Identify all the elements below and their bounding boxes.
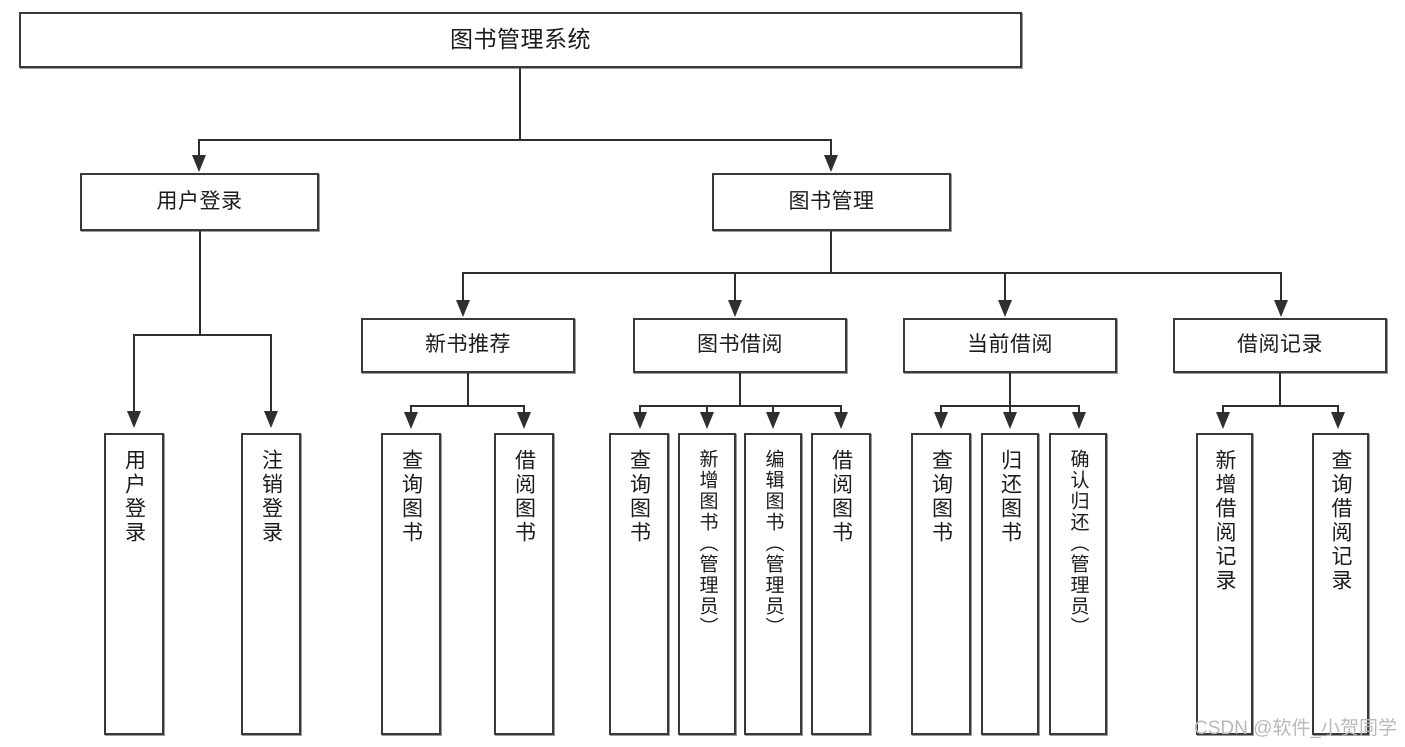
connector-bm-to-current-borrow xyxy=(1004,272,1006,314)
node-user-login[interactable]: 用户登录 xyxy=(80,173,319,231)
node-label: 新书推荐 xyxy=(425,333,511,357)
node-label: 查询图书 xyxy=(399,449,423,545)
node-root-library-system[interactable]: 图书管理系统 xyxy=(19,12,1022,68)
node-current-borrow[interactable]: 当前借阅 xyxy=(903,318,1117,373)
leaf-br-add-record[interactable]: 新增借阅记录 xyxy=(1196,433,1253,735)
leaf-bb-query-book[interactable]: 查询图书 xyxy=(609,433,669,735)
node-label: 注销登录 xyxy=(259,449,283,545)
connector-br-stem xyxy=(1279,373,1281,406)
connector-root-to-book-manage xyxy=(830,139,832,167)
connector-bb-bus xyxy=(639,405,842,407)
node-label: 编辑图书（管理员） xyxy=(762,449,784,638)
node-label: 新增借阅记录 xyxy=(1213,449,1236,593)
arrowhead-bm-to-current-borrow xyxy=(998,300,1012,317)
node-book-borrow[interactable]: 图书借阅 xyxy=(633,318,847,373)
connector-br-bus xyxy=(1222,405,1339,407)
leaf-cb-return-book[interactable]: 归还图书 xyxy=(981,433,1039,735)
connector-user-login-stem xyxy=(199,231,201,335)
arrowhead-bb-to-leaf-1 xyxy=(633,412,647,429)
watermark-text: CSDN @软件_小贺同学 xyxy=(1194,718,1397,739)
connector-book-management-stem xyxy=(830,231,832,273)
leaf-bb-add-book-admin[interactable]: 新增图书（管理员） xyxy=(678,433,736,735)
connector-user-login-to-leaf-2 xyxy=(270,334,272,422)
arrowhead-bb-to-leaf-4 xyxy=(834,412,848,429)
leaf-br-query-record[interactable]: 查询借阅记录 xyxy=(1312,433,1369,735)
connector-bm-to-new-book xyxy=(462,272,464,314)
arrowhead-bm-to-book-borrow xyxy=(728,300,742,317)
node-label: 查询借阅记录 xyxy=(1329,449,1352,593)
leaf-nbr-borrow-book[interactable]: 借阅图书 xyxy=(494,433,554,735)
leaf-cb-confirm-return-admin[interactable]: 确认归还（管理员） xyxy=(1049,433,1107,735)
node-label: 借阅记录 xyxy=(1237,333,1323,357)
node-label: 图书管理系统 xyxy=(450,26,591,53)
connector-bb-stem xyxy=(739,373,741,406)
node-label: 新增图书（管理员） xyxy=(696,449,718,638)
node-label: 图书管理 xyxy=(788,189,875,213)
arrowhead-nbr-to-leaf-1 xyxy=(404,412,418,429)
leaf-user-login-login[interactable]: 用户登录 xyxy=(104,433,164,735)
connector-book-management-bus xyxy=(462,272,1282,274)
leaf-bb-borrow-book[interactable]: 借阅图书 xyxy=(811,433,871,735)
node-label: 当前借阅 xyxy=(967,333,1053,357)
leaf-user-login-logout[interactable]: 注销登录 xyxy=(241,433,301,735)
node-label: 借阅图书 xyxy=(512,449,536,545)
leaf-nbr-query-book[interactable]: 查询图书 xyxy=(381,433,441,735)
arrowhead-bm-to-borrow-record xyxy=(1274,300,1288,317)
arrowhead-nbr-to-leaf-2 xyxy=(517,412,531,429)
csdn-watermark: CSDN @软件_小贺同学 xyxy=(1194,713,1397,740)
connector-nbr-stem xyxy=(467,373,469,406)
connector-root-bus xyxy=(198,139,832,141)
node-label: 图书借阅 xyxy=(697,333,783,357)
arrowhead-user-login-to-leaf-2 xyxy=(264,411,278,428)
arrowhead-cb-to-leaf-3 xyxy=(1072,412,1086,429)
node-label: 查询图书 xyxy=(929,449,953,545)
node-label: 用户登录 xyxy=(156,189,243,213)
node-label: 用户登录 xyxy=(122,449,146,545)
arrowhead-br-to-leaf-1 xyxy=(1216,412,1230,429)
arrowhead-root-to-user-login xyxy=(192,155,206,172)
node-label: 归还图书 xyxy=(998,449,1022,545)
arrowhead-br-to-leaf-2 xyxy=(1331,412,1345,429)
connector-nbr-bus xyxy=(410,405,525,407)
connector-bm-to-borrow-record xyxy=(1280,272,1282,314)
connector-root-stem xyxy=(519,68,521,140)
connector-user-login-to-leaf-1 xyxy=(133,334,135,422)
arrowhead-bb-to-leaf-3 xyxy=(766,412,780,429)
leaf-cb-query-book[interactable]: 查询图书 xyxy=(911,433,971,735)
node-label: 借阅图书 xyxy=(829,449,853,545)
arrowhead-cb-to-leaf-1 xyxy=(934,412,948,429)
node-new-book-recommend[interactable]: 新书推荐 xyxy=(361,318,575,373)
connector-bm-to-book-borrow xyxy=(734,272,736,314)
connector-root-to-user-login xyxy=(198,139,200,167)
arrowhead-bm-to-new-book xyxy=(456,300,470,317)
arrowhead-bb-to-leaf-2 xyxy=(700,412,714,429)
node-borrow-record[interactable]: 借阅记录 xyxy=(1173,318,1387,373)
connector-cb-stem xyxy=(1009,373,1011,406)
node-label: 确认归还（管理员） xyxy=(1067,449,1089,638)
arrowhead-cb-to-leaf-2 xyxy=(1003,412,1017,429)
node-book-management[interactable]: 图书管理 xyxy=(712,173,951,231)
node-label: 查询图书 xyxy=(627,449,651,545)
connector-user-login-bus xyxy=(133,334,272,336)
arrowhead-root-to-book-manage xyxy=(824,155,838,172)
arrowhead-user-login-to-leaf-1 xyxy=(127,411,141,428)
leaf-bb-edit-book-admin[interactable]: 编辑图书（管理员） xyxy=(744,433,802,735)
